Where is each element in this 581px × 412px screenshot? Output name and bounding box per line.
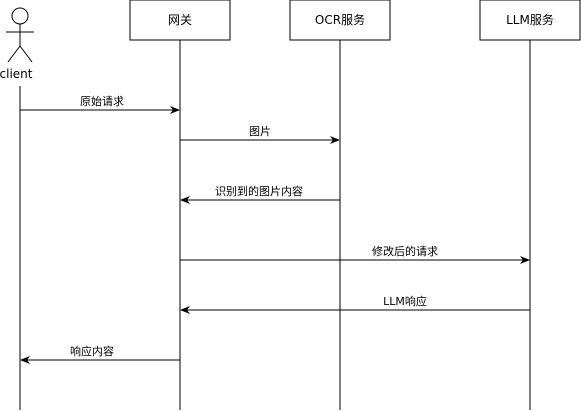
actor-head xyxy=(11,7,29,25)
participant-label-ocr: OCR服务 xyxy=(315,12,365,27)
actor-right-leg xyxy=(19,45,33,63)
participant-box-llm xyxy=(479,0,581,41)
actor-label: client xyxy=(0,67,33,81)
message-label-2: 图片 xyxy=(249,125,271,138)
message-label-4: 修改后的请求 xyxy=(372,244,438,258)
actor-left-leg xyxy=(7,45,21,63)
client-actor: client xyxy=(0,7,34,81)
participant-box-gateway xyxy=(129,0,231,41)
message-label-6: 响应内容 xyxy=(70,344,114,358)
participant-box-ocr xyxy=(289,0,391,41)
participant-label-llm: LLM服务 xyxy=(506,12,554,27)
message-label-5: LLM响应 xyxy=(383,294,427,308)
message-label-3: 识别到的图片内容 xyxy=(215,184,303,198)
participant-label-gateway: 网关 xyxy=(168,13,192,27)
message-label-1: 原始请求 xyxy=(80,94,124,108)
